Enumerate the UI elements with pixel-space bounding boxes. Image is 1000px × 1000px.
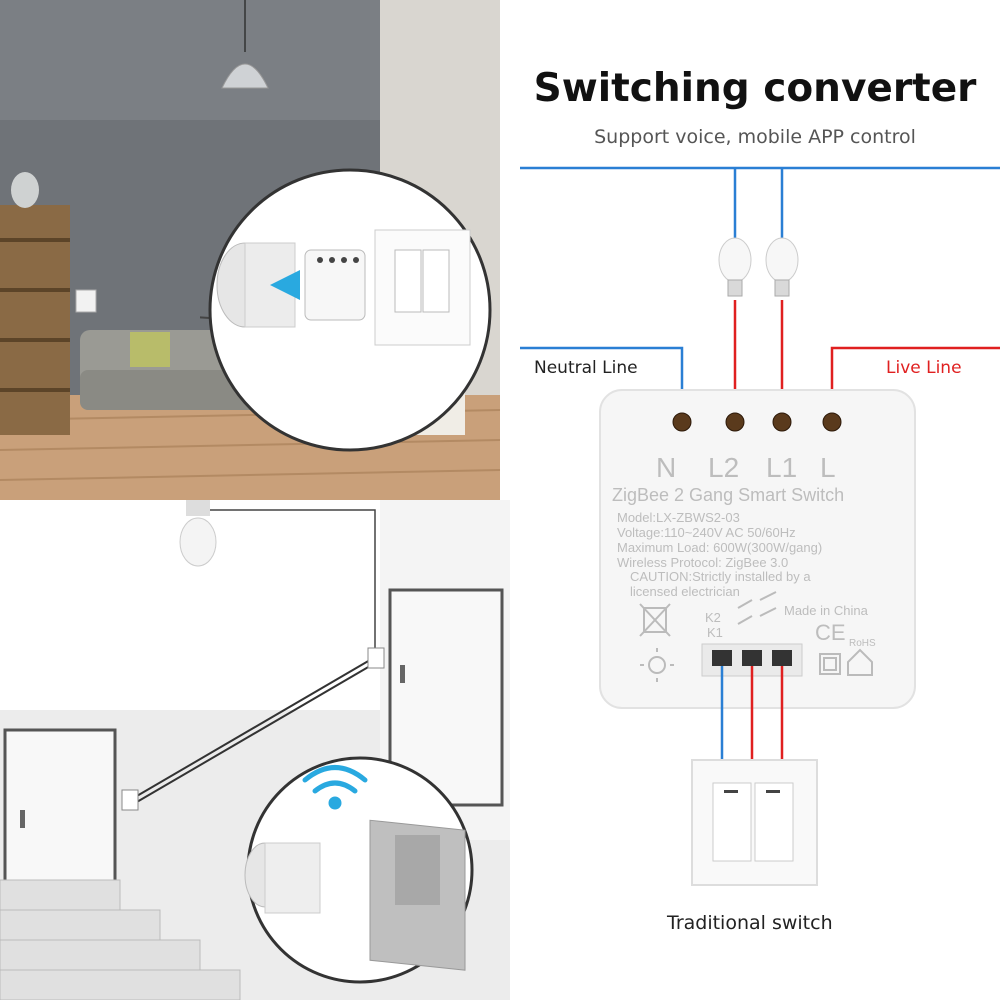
sun-icon bbox=[640, 648, 674, 682]
terminal-label-l2: L2 bbox=[708, 452, 740, 483]
ce-mark: CE bbox=[815, 620, 846, 645]
ceiling-lamp-icon bbox=[221, 0, 269, 89]
traditional-switch-label: Traditional switch bbox=[667, 912, 833, 934]
neutral-line-label: Neutral Line bbox=[534, 358, 638, 378]
page-title: Switching converter bbox=[533, 66, 977, 111]
terminal-label-l: L bbox=[820, 452, 836, 483]
wiring-diagram bbox=[520, 166, 1000, 886]
device-voltage: Voltage:110~240V AC 50/60Hz bbox=[617, 525, 796, 540]
relay-k1-label: K1 bbox=[707, 625, 723, 640]
live-line-label: Live Line bbox=[886, 358, 962, 378]
rohs-mark: RoHS bbox=[849, 638, 876, 649]
wifi-icon bbox=[302, 765, 368, 810]
wall-switch-icon bbox=[374, 229, 471, 346]
home-icon bbox=[847, 648, 873, 676]
bulb-icon bbox=[718, 237, 752, 297]
device-name: ZigBee 2 Gang Smart Switch bbox=[612, 485, 845, 505]
device-model: Model:LX-ZBWS2-03 bbox=[617, 510, 740, 525]
device-caution-line1: CAUTION:Strictly installed by a bbox=[630, 569, 811, 584]
bulb-icon bbox=[765, 237, 799, 297]
page-subtitle: Support voice, mobile APP control bbox=[594, 126, 916, 148]
callout-install-top bbox=[200, 168, 492, 452]
relay-k2-label: K2 bbox=[705, 610, 721, 625]
terminal-label-l1: L1 bbox=[766, 452, 798, 483]
bulb-icon bbox=[179, 500, 217, 567]
callout-install-bottom bbox=[244, 756, 474, 984]
recycle-bin-icon bbox=[639, 603, 671, 637]
terminal-label-n: N bbox=[656, 452, 677, 483]
device-protocol: Wireless Protocol: ZigBee 3.0 bbox=[617, 555, 789, 570]
wall-switch-icon bbox=[691, 759, 818, 886]
device-caution-line2: licensed electrician bbox=[630, 584, 740, 599]
device-max-load: Maximum Load: 600W(300W/gang) bbox=[617, 540, 823, 555]
made-in-label: Made in China bbox=[784, 603, 868, 618]
double-insulation-icon bbox=[819, 653, 841, 675]
